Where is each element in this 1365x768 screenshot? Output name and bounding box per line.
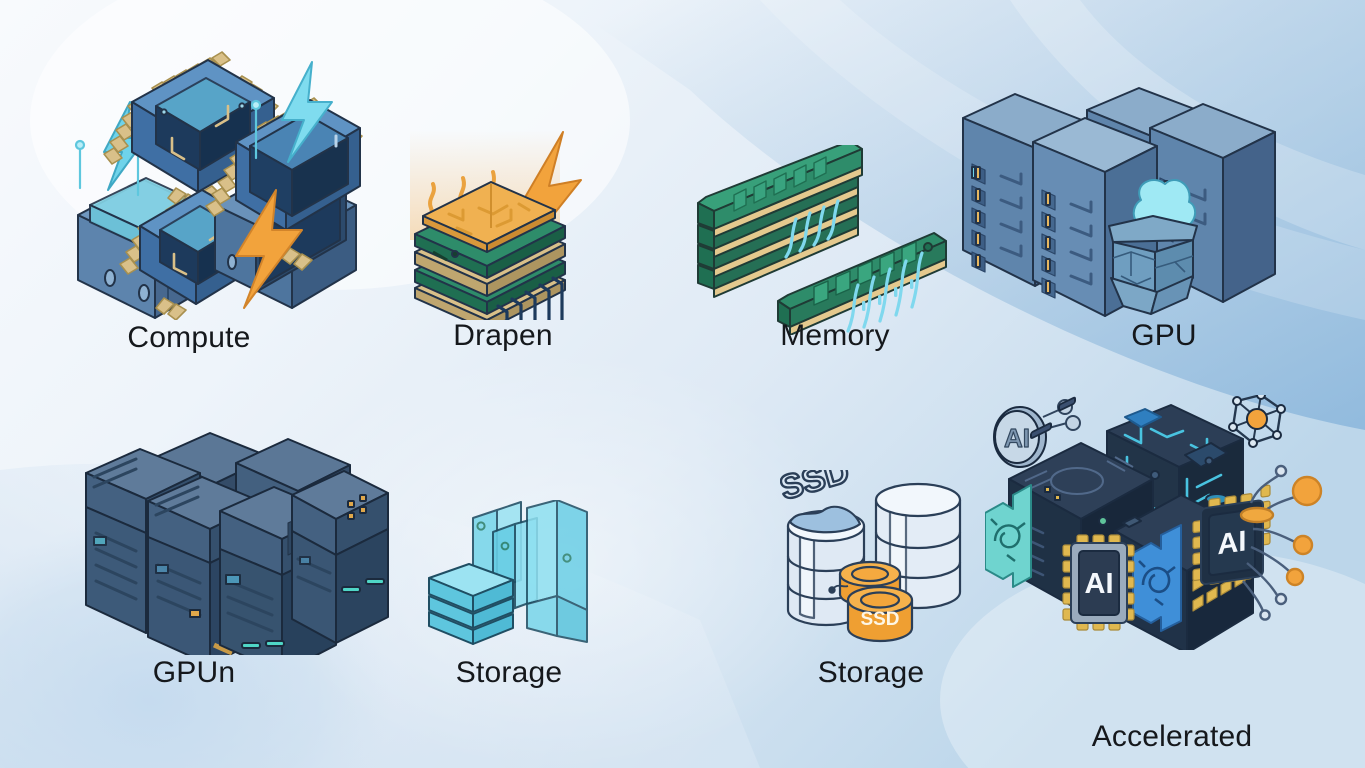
label-storage-ssd: Storage: [817, 656, 925, 689]
ai-medal-badge: AI: [993, 399, 1081, 468]
lightning-bolt-orange-1: [235, 189, 303, 309]
label-gpu: GPU: [1131, 319, 1197, 352]
glass-panel-tall-right: [526, 500, 588, 643]
label-accelerated-computing: Accelerated computing: [1003, 653, 1341, 768]
glass-block-stack: [428, 563, 514, 645]
ai-chip-label-grey: AI: [1085, 568, 1114, 600]
label-drapen: Drapen: [453, 319, 553, 352]
chip-thermal-stack-icon: [410, 130, 582, 320]
ssd-disk-storage-icon: SSD SSD: [780, 470, 962, 643]
accelerated-computing-ai-icon: AI: [985, 395, 1323, 650]
ai-chip-label-navy: AI: [1218, 525, 1247, 561]
dimm-module-1: [697, 145, 863, 238]
lightning-bolt-cyan-2: [281, 61, 333, 163]
rack-tower-right: [291, 470, 389, 644]
chip-pins: [496, 276, 564, 320]
gpu-server-icon: [962, 87, 1276, 317]
data-stream-lines: [784, 199, 924, 333]
ai-chip-grey: AI: [1062, 534, 1135, 631]
server-rack-cluster-icon: [85, 432, 389, 655]
ai-badge-text-medal: AI: [1004, 423, 1030, 453]
disk-cylinder-left: [786, 505, 866, 627]
label-accelerated-line1: Accelerated: [1091, 720, 1253, 754]
ssd-puck-front: SSD: [846, 585, 914, 643]
neural-chip-teal: [985, 484, 1032, 588]
ssd-badge-text-top: SSD: [780, 470, 853, 508]
node-antenna-cluster: [1239, 464, 1323, 621]
memory-dimm-icon: [697, 145, 947, 335]
ssd-3d-text-badge: SSD: [780, 470, 855, 509]
atom-network-icon: [1228, 395, 1286, 448]
ssd-badge-text-front: SSD: [860, 609, 899, 630]
label-memory: Memory: [780, 319, 890, 352]
glass-storage-blocks-icon: [428, 500, 588, 645]
ai-chip-navy: AI: [1192, 484, 1271, 585]
label-compute: Compute: [127, 321, 251, 354]
die-top-silicon: [422, 181, 556, 253]
label-gpun: GPUn: [152, 656, 236, 689]
cooling-ice-block-icon: [1108, 179, 1198, 315]
neural-chip-blue: [1132, 524, 1182, 632]
compute-processor-icon: [74, 51, 363, 320]
label-storage-glass: Storage: [455, 656, 563, 689]
